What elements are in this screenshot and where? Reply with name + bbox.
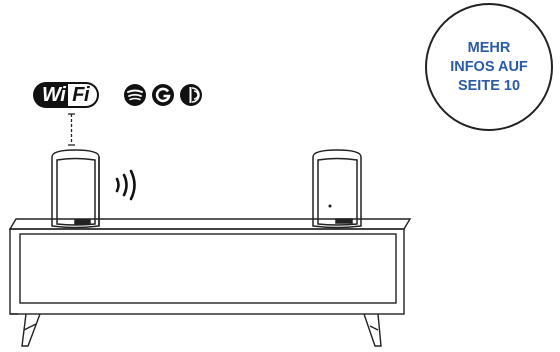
wifi-logo-fi: Fi xyxy=(68,82,99,108)
spotify-icon xyxy=(124,84,146,106)
badge-line-3: SEITE 10 xyxy=(458,77,520,96)
audio-stream-icon xyxy=(180,84,202,106)
wifi-logo-wi: Wi xyxy=(33,82,68,108)
sideboard xyxy=(10,219,410,346)
sound-waves-icon xyxy=(117,171,135,199)
badge-line-1: MEHR xyxy=(468,39,511,58)
wifi-logo: Wi Fi xyxy=(33,80,99,110)
google-icon xyxy=(152,84,174,106)
connection-line xyxy=(68,114,75,145)
speaker-right xyxy=(313,150,361,228)
speaker-left xyxy=(52,150,99,228)
badge-line-2: INFOS AUF xyxy=(450,58,528,77)
info-badge: MEHR INFOS AUF SEITE 10 xyxy=(425,3,553,131)
